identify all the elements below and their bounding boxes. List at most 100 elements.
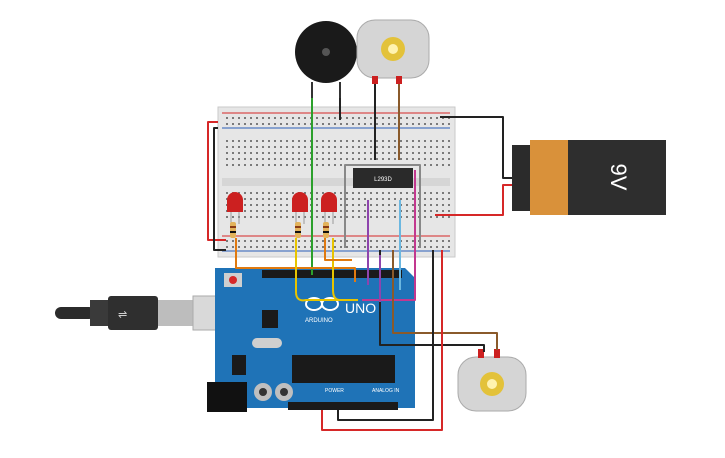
breadboard-hole bbox=[388, 204, 390, 206]
breadboard-hole bbox=[358, 123, 360, 125]
breadboard-hole bbox=[406, 123, 408, 125]
breadboard-hole bbox=[382, 146, 384, 148]
breadboard-hole bbox=[322, 164, 324, 166]
breadboard-hole bbox=[442, 152, 444, 154]
breadboard-hole bbox=[250, 192, 252, 194]
breadboard-hole bbox=[448, 158, 450, 160]
breadboard-hole bbox=[250, 123, 252, 125]
breadboard-hole bbox=[286, 210, 288, 212]
breadboard-hole bbox=[244, 146, 246, 148]
breadboard-hole bbox=[298, 152, 300, 154]
breadboard-hole bbox=[226, 140, 228, 142]
breadboard-hole bbox=[316, 210, 318, 212]
breadboard-hole bbox=[358, 140, 360, 142]
breadboard-hole bbox=[394, 198, 396, 200]
breadboard-hole bbox=[370, 216, 372, 218]
breadboard-hole bbox=[286, 192, 288, 194]
breadboard-hole bbox=[244, 198, 246, 200]
breadboard-hole bbox=[412, 240, 414, 242]
breadboard-hole bbox=[292, 246, 294, 248]
breadboard-hole bbox=[352, 204, 354, 206]
breadboard-hole bbox=[382, 210, 384, 212]
breadboard-hole bbox=[382, 152, 384, 154]
breadboard-hole bbox=[262, 140, 264, 142]
piezo-buzzer bbox=[295, 21, 357, 98]
breadboard-hole bbox=[346, 240, 348, 242]
breadboard-hole bbox=[364, 140, 366, 142]
breadboard-hole bbox=[238, 123, 240, 125]
breadboard-hole bbox=[262, 164, 264, 166]
breadboard-hole bbox=[238, 146, 240, 148]
breadboard-hole bbox=[298, 216, 300, 218]
breadboard-hole bbox=[280, 198, 282, 200]
breadboard-hole bbox=[334, 164, 336, 166]
breadboard-hole bbox=[346, 140, 348, 142]
breadboard-hole bbox=[394, 117, 396, 119]
breadboard-hole bbox=[262, 210, 264, 212]
breadboard-hole bbox=[340, 152, 342, 154]
breadboard-hole bbox=[280, 216, 282, 218]
breadboard-hole bbox=[256, 246, 258, 248]
breadboard-hole bbox=[394, 192, 396, 194]
breadboard-hole bbox=[448, 146, 450, 148]
dc-motor-bottom bbox=[457, 349, 527, 412]
breadboard-hole bbox=[268, 152, 270, 154]
breadboard-hole bbox=[394, 240, 396, 242]
l293d-chip: L293D bbox=[353, 168, 413, 188]
breadboard-hole bbox=[364, 152, 366, 154]
breadboard-hole bbox=[268, 158, 270, 160]
breadboard-hole bbox=[364, 240, 366, 242]
breadboard-hole bbox=[280, 192, 282, 194]
breadboard-hole bbox=[436, 210, 438, 212]
breadboard-hole bbox=[406, 146, 408, 148]
breadboard-hole bbox=[244, 192, 246, 194]
breadboard-hole bbox=[400, 198, 402, 200]
breadboard-hole bbox=[316, 198, 318, 200]
breadboard-hole bbox=[250, 246, 252, 248]
breadboard-hole bbox=[238, 192, 240, 194]
breadboard-hole bbox=[448, 216, 450, 218]
breadboard-hole bbox=[424, 210, 426, 212]
breadboard-hole bbox=[388, 246, 390, 248]
breadboard-hole bbox=[322, 140, 324, 142]
breadboard-hole bbox=[442, 216, 444, 218]
breadboard-hole bbox=[406, 216, 408, 218]
breadboard-hole bbox=[274, 152, 276, 154]
breadboard-hole bbox=[370, 240, 372, 242]
breadboard-hole bbox=[442, 192, 444, 194]
breadboard-hole bbox=[424, 117, 426, 119]
breadboard-hole bbox=[370, 198, 372, 200]
breadboard-hole bbox=[304, 146, 306, 148]
breadboard-hole bbox=[334, 152, 336, 154]
breadboard-hole bbox=[232, 240, 234, 242]
breadboard-hole bbox=[226, 146, 228, 148]
breadboard-hole bbox=[244, 123, 246, 125]
breadboard-hole bbox=[358, 210, 360, 212]
breadboard-hole bbox=[304, 117, 306, 119]
wire-red-power bbox=[321, 250, 443, 431]
breadboard-hole bbox=[340, 123, 342, 125]
breadboard-hole bbox=[388, 152, 390, 154]
breadboard-hole bbox=[286, 246, 288, 248]
breadboard-hole bbox=[436, 164, 438, 166]
breadboard-hole bbox=[274, 240, 276, 242]
breadboard-hole bbox=[256, 216, 258, 218]
breadboard-hole bbox=[334, 140, 336, 142]
breadboard-hole bbox=[280, 164, 282, 166]
breadboard-hole bbox=[274, 140, 276, 142]
breadboard-hole bbox=[436, 246, 438, 248]
breadboard-hole bbox=[430, 152, 432, 154]
breadboard-hole bbox=[394, 246, 396, 248]
breadboard-hole bbox=[328, 146, 330, 148]
breadboard-hole bbox=[316, 152, 318, 154]
breadboard-hole bbox=[424, 192, 426, 194]
breadboard-hole bbox=[382, 246, 384, 248]
breadboard-hole bbox=[430, 146, 432, 148]
breadboard-hole bbox=[346, 204, 348, 206]
breadboard-hole bbox=[268, 210, 270, 212]
breadboard-hole bbox=[280, 152, 282, 154]
breadboard-hole bbox=[340, 146, 342, 148]
breadboard-hole bbox=[412, 210, 414, 212]
breadboard-hole bbox=[406, 158, 408, 160]
